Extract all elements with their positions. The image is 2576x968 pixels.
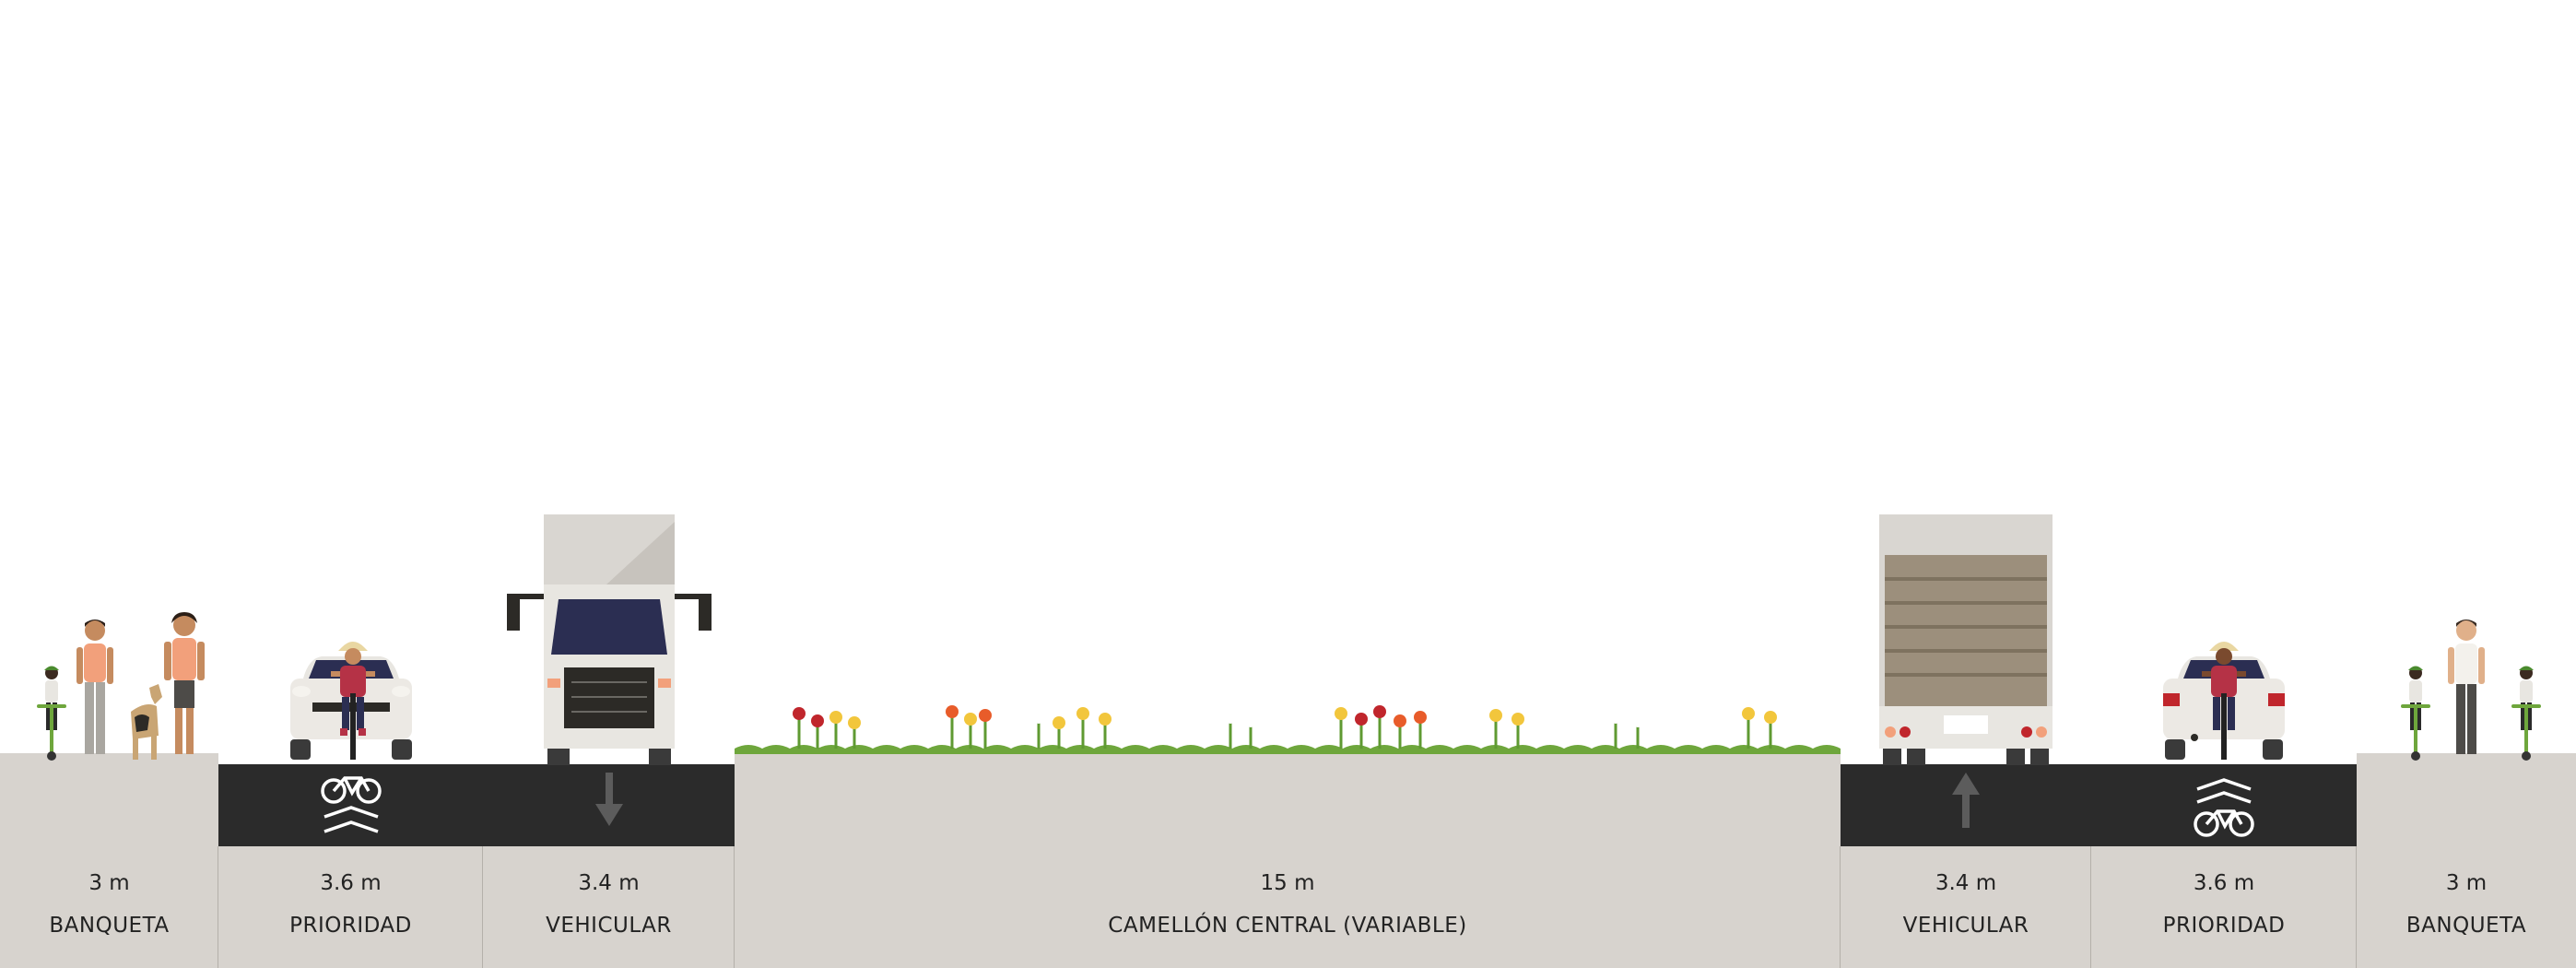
curb-surface (483, 846, 735, 968)
segment-width: 3.6 m (2193, 871, 2255, 895)
cyclist-icon (2202, 642, 2246, 760)
segment-name: VEHICULAR (1902, 914, 2029, 938)
segment-name: VEHICULAR (546, 914, 672, 938)
segment-width: 3 m (2445, 871, 2488, 895)
sidewalk-surface (0, 753, 218, 968)
arrow-up-icon (1952, 773, 1980, 828)
sidewalk-surface (2357, 753, 2576, 968)
segment-width: 3.4 m (1935, 871, 1997, 895)
pedestrian-icon (164, 612, 205, 754)
segment-name: BANQUETA (2405, 914, 2527, 938)
pedestrian-icon (2448, 620, 2485, 754)
segment-width: 3.4 m (578, 871, 640, 895)
curb-surface (1841, 846, 2091, 968)
cyclist-icon (331, 642, 375, 760)
median-planting-icon (735, 705, 1841, 754)
segment-vehicular-right[interactable]: 3.4 m VEHICULAR (1841, 0, 2091, 968)
truck-rear-icon (1879, 514, 2053, 765)
scooter-rider-icon (2511, 666, 2541, 761)
arrow-down-icon (594, 773, 623, 826)
segment-width: 15 m (1260, 871, 1315, 895)
segment-prioridad-left[interactable]: 3.6 m PRIORIDAD (218, 0, 483, 968)
segment-name: CAMELLÓN CENTRAL (VARIABLE) (1108, 914, 1467, 938)
segment-camellon[interactable]: 15 m CAMELLÓN CENTRAL (VARIABLE) (735, 0, 1841, 968)
asphalt-lane (2091, 764, 2357, 846)
segment-prioridad-right[interactable]: 3.6 m PRIORIDAD (2091, 0, 2357, 968)
scooter-rider-icon (2401, 666, 2430, 761)
curb-surface (2091, 846, 2357, 968)
dog-icon (131, 684, 162, 760)
segment-name: BANQUETA (49, 914, 170, 938)
median-surface (735, 749, 1841, 968)
pedestrian-icon (76, 620, 113, 754)
truck-front-icon (507, 514, 712, 765)
segment-width: 3 m (88, 871, 130, 895)
segment-vehicular-left[interactable]: 3.4 m VEHICULAR (483, 0, 735, 968)
segment-banqueta-left[interactable]: 3 m BANQUETA (0, 0, 218, 968)
segment-name: PRIORIDAD (2162, 914, 2286, 938)
shared-bike-chevrons-icon (2194, 778, 2254, 837)
segment-name: PRIORIDAD (289, 914, 412, 938)
curb-surface (218, 846, 483, 968)
segment-banqueta-right[interactable]: 3 m BANQUETA (2357, 0, 2576, 968)
scooter-rider-icon (37, 666, 66, 761)
segment-width: 3.6 m (320, 871, 382, 895)
shared-bike-chevrons-icon (320, 776, 382, 833)
